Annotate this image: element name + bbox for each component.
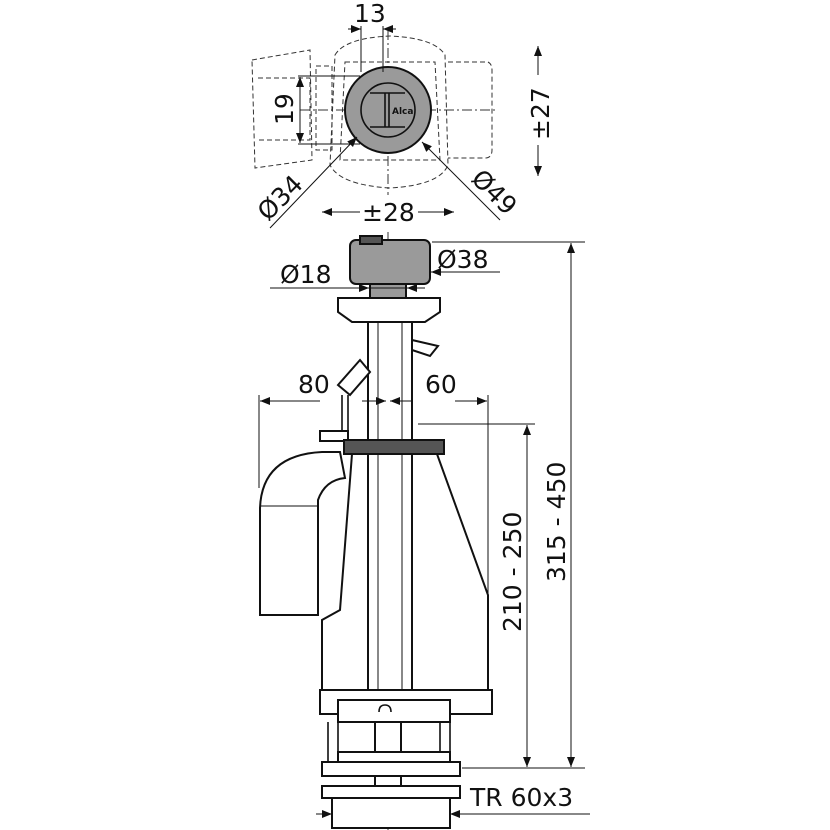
seal-disc xyxy=(337,751,451,763)
hook xyxy=(378,704,392,713)
thread-spec: TR 60x3 xyxy=(469,783,573,812)
height-adjust-collar xyxy=(343,439,445,455)
push-button-stem xyxy=(369,283,407,299)
overflow-elbow xyxy=(259,451,347,616)
dim-19: 19 xyxy=(270,93,299,125)
dim-diameter-38: Ø38 xyxy=(437,245,489,274)
push-button-cap xyxy=(349,239,431,285)
top-view: Alca 13 19 ±27 Ø34 Ø49 ±28 xyxy=(251,0,555,229)
cap-tab xyxy=(359,235,383,245)
push-button-inner xyxy=(360,82,416,138)
dim-80: 80 xyxy=(298,370,330,399)
top-flange xyxy=(337,297,441,323)
thread-ring xyxy=(321,785,461,799)
dim-diameter-49: Ø49 xyxy=(466,164,523,221)
dim-diameter-34: Ø34 xyxy=(252,169,309,226)
threaded-outlet xyxy=(331,797,451,829)
side-view: Ø18 Ø38 80 60 210 - 250 315 - 450 TR 60x… xyxy=(258,232,590,830)
stem-inner xyxy=(367,453,413,691)
dim-diameter-18: Ø18 xyxy=(280,260,332,289)
dim-210-250: 210 - 250 xyxy=(498,512,527,632)
flange-nut xyxy=(321,761,461,777)
side-clip xyxy=(411,338,440,358)
dim-28: ±28 xyxy=(362,198,415,227)
dim-315-450: 315 - 450 xyxy=(542,462,571,582)
base-inner xyxy=(337,699,451,723)
dim-27: ±27 xyxy=(526,87,555,140)
lever-arm xyxy=(336,358,372,397)
brand-logo: Alca xyxy=(392,107,413,117)
dim-60: 60 xyxy=(425,370,457,399)
small-tab xyxy=(319,430,349,442)
dim-13: 13 xyxy=(354,0,386,28)
push-button-outer xyxy=(344,66,432,154)
push-button-divider xyxy=(370,92,405,128)
